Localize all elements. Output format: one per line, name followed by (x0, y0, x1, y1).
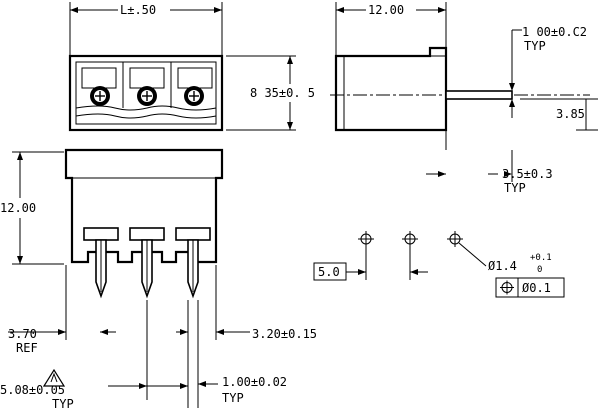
front-ref-dim: 3.70 (8, 327, 37, 341)
side-body-outline (334, 46, 448, 132)
top-body-outline (68, 54, 224, 132)
basic-dim-value: 5.0 (318, 265, 340, 279)
basic-dim-box (313, 262, 347, 281)
side-pin-dim-note: TYP (524, 39, 546, 53)
top-height-dim: 8 35±0. 5 (250, 86, 315, 100)
side-offset-dim: 3.85 (556, 107, 585, 121)
side-width-dim: 12.00 (368, 3, 404, 17)
front-pin-2 (129, 227, 165, 299)
hole-tol-minus: 0 (537, 265, 542, 275)
side-pin (445, 90, 513, 100)
front-pin-3 (175, 227, 211, 299)
hole-diameter: Ø1.4 (488, 259, 517, 273)
front-right-dim: 3.20±0.15 (252, 327, 317, 341)
hole-pattern: 5.0 Ø1.4 +0.1 0 Ø0.1 (313, 231, 565, 298)
front-pitch-note: TYP (52, 397, 74, 411)
front-body-outline (64, 148, 224, 264)
esd-warning-icon (42, 368, 66, 387)
top-view: L±.50 8 35±0. 5 (68, 2, 315, 132)
feature-control-frame: Ø0.1 (495, 277, 565, 298)
front-pin-width-note: TYP (222, 391, 244, 405)
screw-2-icon (137, 86, 157, 106)
side-length-note: TYP (504, 181, 526, 195)
top-width-dim: L±.50 (120, 3, 156, 17)
front-pin-1 (83, 227, 119, 299)
side-length-dim: 3.5±0.3 (502, 167, 553, 181)
fcf-tolerance: Ø0.1 (522, 281, 551, 295)
front-view: 12.00 3.70 REF (0, 148, 317, 411)
screw-1-icon (90, 86, 110, 106)
hole-tol-plus: +0.1 (530, 253, 552, 263)
screw-3-icon (184, 86, 204, 106)
front-height-dim: 12.00 (0, 201, 36, 215)
hole-3-icon (447, 231, 463, 247)
front-pin-width-dim: 1.00±0.02 (222, 375, 287, 389)
side-pin-dim: 1 00±0.C2 (522, 25, 587, 39)
side-view: 12.00 1 00±0.C2 TYP 3.85 3.5±0.3 TYP (330, 2, 598, 195)
front-ref-note: REF (16, 341, 38, 355)
hole-2-icon (402, 231, 418, 247)
hole-1-icon (358, 231, 374, 247)
